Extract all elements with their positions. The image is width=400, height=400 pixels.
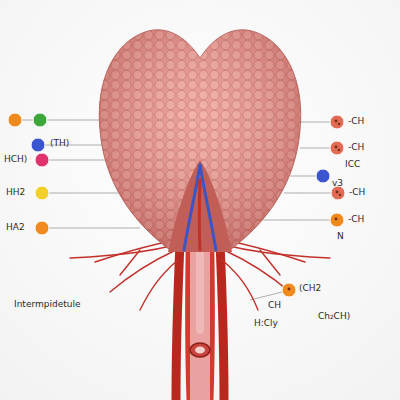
chemical-label: v3 [332, 179, 343, 189]
chemical-label: HCH) [4, 155, 27, 165]
chemical-label: (TH) [50, 139, 69, 149]
chemical-label: -CH [349, 188, 365, 198]
chemical-label: Intermpidetule [14, 300, 80, 310]
chemical-label: -CH [348, 143, 364, 153]
chemical-label: H:Cly [254, 319, 278, 329]
chemical-label: CH [268, 301, 281, 311]
chemical-label: (CH2 [299, 284, 321, 294]
chemical-label: -CH [348, 117, 364, 127]
chemical-label: N [337, 232, 344, 242]
chemical-label: HH2 [6, 188, 25, 198]
chemical-label: HA2 [6, 223, 25, 233]
chemical-label: Ch₂CH) [318, 312, 350, 322]
chemical-label: ICC [345, 160, 360, 170]
chemical-label: -CH [348, 215, 364, 225]
